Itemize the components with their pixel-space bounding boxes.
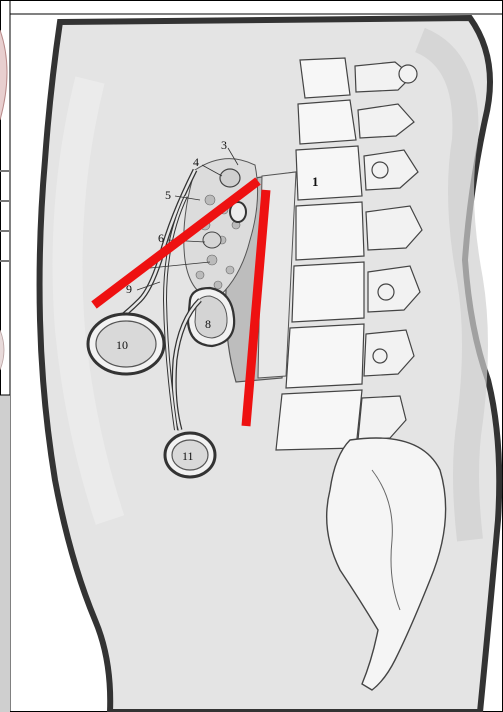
- label-5: 5: [165, 188, 171, 202]
- label-3: 3: [221, 138, 227, 152]
- structure-6: [203, 232, 221, 248]
- label-6: 6: [158, 231, 164, 245]
- label-1: 1: [312, 174, 319, 189]
- label-11: 11: [182, 449, 194, 463]
- label-8: 8: [205, 317, 211, 331]
- label-10: 10: [116, 338, 128, 352]
- structure-4: [220, 169, 240, 187]
- label-4: 4: [193, 155, 199, 169]
